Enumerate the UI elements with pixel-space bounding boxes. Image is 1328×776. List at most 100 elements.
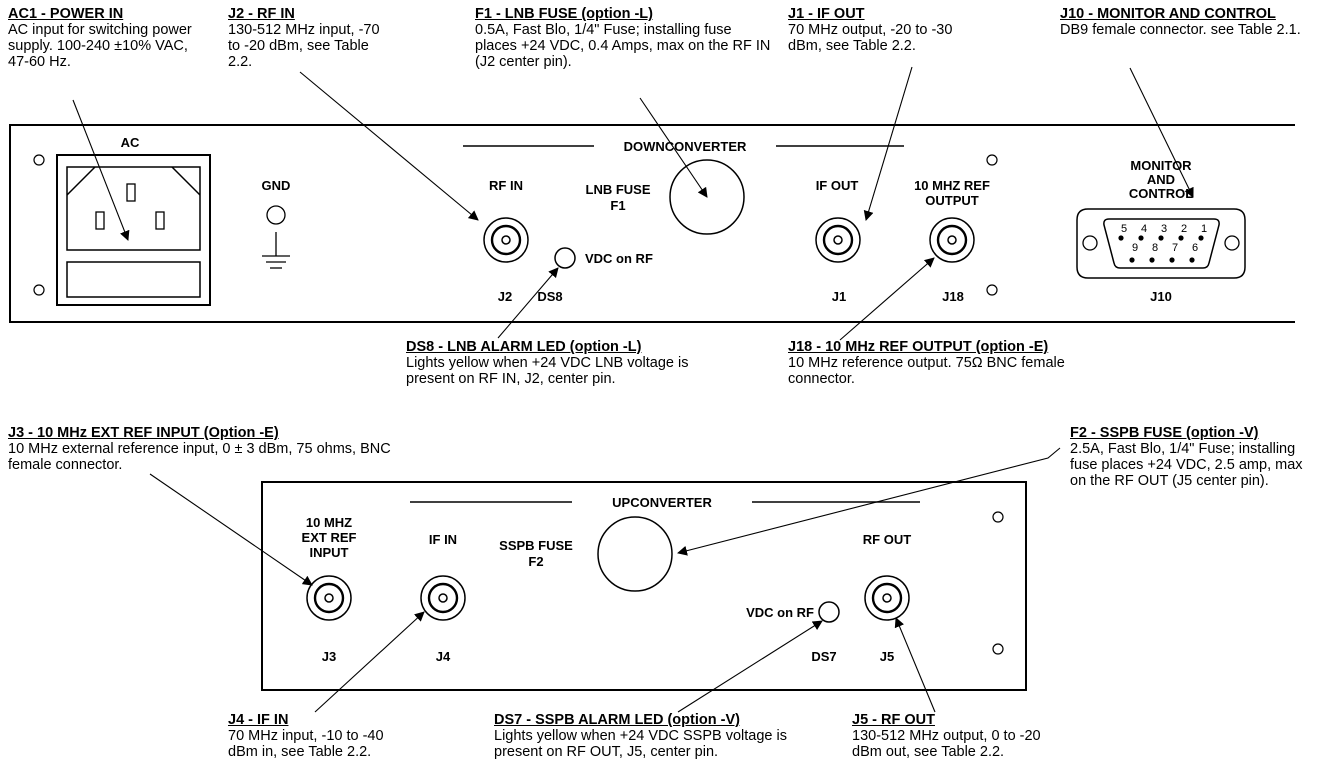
db9-pin	[1158, 235, 1164, 241]
mounting-hole	[986, 154, 998, 166]
j10-label: J10	[1150, 289, 1172, 304]
callout-f2: F2 - SSPB FUSE (option -V) 2.5A, Fast Bl…	[1070, 425, 1308, 489]
callout-title: DS8 - LNB ALARM LED (option -L)	[406, 339, 642, 355]
leader-arrow-j2	[299, 71, 479, 221]
leader-arrow-j1	[863, 66, 913, 221]
sspb-fuse-label: SSPB FUSE	[499, 538, 573, 553]
leader-arrow-j4	[314, 611, 425, 713]
ds7-label: DS7	[811, 649, 836, 664]
db9-pin	[1178, 235, 1184, 241]
leader-arrow-j3	[149, 473, 313, 586]
callout-body: 0.5A, Fast Blo, 1/4" Fuse; installing fu…	[475, 22, 771, 70]
callout-j4: J4 - IF IN 70 MHz input, -10 to -40 dBm …	[228, 712, 398, 760]
leader-arrow-ds7	[677, 620, 823, 713]
db9-pin-number: 7	[1172, 242, 1178, 254]
callout-body: Lights yellow when +24 VDC SSPB voltage …	[494, 728, 787, 760]
upconverter-label: UPCONVERTER	[612, 495, 712, 510]
mounting-hole	[992, 643, 1004, 655]
callout-title: J2 - RF IN	[228, 6, 295, 22]
if-out-connector	[815, 217, 861, 263]
callout-ds8: DS8 - LNB ALARM LED (option -L) Lights y…	[406, 339, 696, 387]
callout-title: DS7 - SSPB ALARM LED (option -V)	[494, 712, 740, 728]
db9-pin	[1129, 257, 1135, 263]
callout-j1: J1 - IF OUT 70 MHz output, -20 to -30 dB…	[788, 6, 963, 54]
rf-in-label: RF IN	[489, 178, 523, 193]
callout-body: 10 MHz external reference input, 0 ± 3 d…	[8, 441, 391, 473]
j5-label: J5	[880, 649, 894, 664]
callout-title: J18 - 10 MHz REF OUTPUT (option -E)	[788, 339, 1049, 355]
f1-label: F1	[610, 198, 625, 213]
top-panel-outline	[9, 124, 1295, 323]
callout-j10: J10 - MONITOR AND CONTROL DB9 female con…	[1060, 6, 1322, 38]
ds8-led	[554, 247, 576, 269]
f2-label: F2	[528, 554, 543, 569]
j18-label: J18	[942, 289, 964, 304]
ac-pin	[155, 211, 165, 230]
ac-receptacle-chamfer	[66, 166, 96, 196]
j2-label: J2	[498, 289, 512, 304]
callout-title: F2 - SSPB FUSE (option -V)	[1070, 425, 1259, 441]
leader-arrow-j5	[894, 617, 936, 713]
rf-out-connector	[864, 575, 910, 621]
mc-label-1: MONITOR	[1130, 158, 1192, 173]
callout-ds7: DS7 - SSPB ALARM LED (option -V) Lights …	[494, 712, 834, 760]
mounting-hole	[33, 154, 45, 166]
ds8-label: DS8	[537, 289, 562, 304]
callout-body: 70 MHz input, -10 to -40 dBm in, see Tab…	[228, 728, 384, 760]
ext-ref-input-connector	[306, 575, 352, 621]
mounting-hole	[33, 284, 45, 296]
db9-pin	[1118, 235, 1124, 241]
db9-pin	[1149, 257, 1155, 263]
ac-receptacle-chamfer	[171, 166, 201, 196]
callout-body: 130-512 MHz input, -70 to -20 dBm, see T…	[228, 22, 380, 70]
callout-title: J4 - IF IN	[228, 712, 289, 728]
db9-pin-number: 9	[1132, 242, 1138, 254]
bottom-panel-outline	[261, 481, 1027, 691]
callout-body: DB9 female connector. see Table 2.1.	[1060, 22, 1301, 38]
callout-f1: F1 - LNB FUSE (option -L) 0.5A, Fast Blo…	[475, 6, 773, 70]
callout-body: Lights yellow when +24 VDC LNB voltage i…	[406, 355, 689, 387]
leader-arrow-j10	[1129, 67, 1194, 198]
callout-body: 10 MHz reference output. 75Ω BNC female …	[788, 355, 1065, 387]
ref-output-connector	[929, 217, 975, 263]
gnd-label: GND	[262, 178, 291, 193]
callout-title: J1 - IF OUT	[788, 6, 865, 22]
leader-arrow-f1	[639, 97, 708, 198]
callout-body: 2.5A, Fast Blo, 1/4" Fuse; installing fu…	[1070, 441, 1303, 489]
ground-symbol	[262, 232, 290, 269]
callout-title: J5 - RF OUT	[852, 712, 935, 728]
lnb-fuse-label: LNB FUSE	[586, 182, 651, 197]
if-in-label: IF IN	[429, 532, 457, 547]
ac-pin	[95, 211, 105, 230]
vdc-on-rf-label: VDC on RF	[746, 605, 814, 620]
j1-label: J1	[832, 289, 846, 304]
ac-pin	[126, 183, 136, 202]
db9-pin-number: 3	[1161, 223, 1167, 235]
callout-title: F1 - LNB FUSE (option -L)	[475, 6, 653, 22]
callout-j3: J3 - 10 MHz EXT REF INPUT (Option -E) 10…	[8, 425, 438, 473]
leader-arrow-ds8	[497, 267, 559, 339]
mounting-hole	[986, 284, 998, 296]
fuse-drawer	[66, 261, 201, 298]
callout-title: AC1 - POWER IN	[8, 6, 124, 22]
rf-in-connector	[483, 217, 529, 263]
db9-pin-number: 1	[1201, 223, 1207, 235]
sspb-fuse-holder	[597, 516, 673, 592]
db9-pin-number: 8	[1152, 242, 1158, 254]
downconverter-label: DOWNCONVERTER	[624, 139, 747, 154]
ac-label: AC	[121, 135, 140, 150]
ds7-led	[818, 601, 840, 623]
ext-ref-label-2: EXT REF	[302, 530, 357, 545]
ac-receptacle	[66, 166, 201, 251]
j3-label: J3	[322, 649, 336, 664]
if-in-connector	[420, 575, 466, 621]
db9-pin-number: 4	[1141, 223, 1147, 235]
db9-pin	[1189, 257, 1195, 263]
callout-body: AC input for switching power supply. 100…	[8, 22, 192, 70]
mc-label-2: AND	[1147, 172, 1175, 187]
if-out-label: IF OUT	[816, 178, 859, 193]
db9-pin	[1169, 257, 1175, 263]
db9-screw	[1224, 235, 1240, 251]
